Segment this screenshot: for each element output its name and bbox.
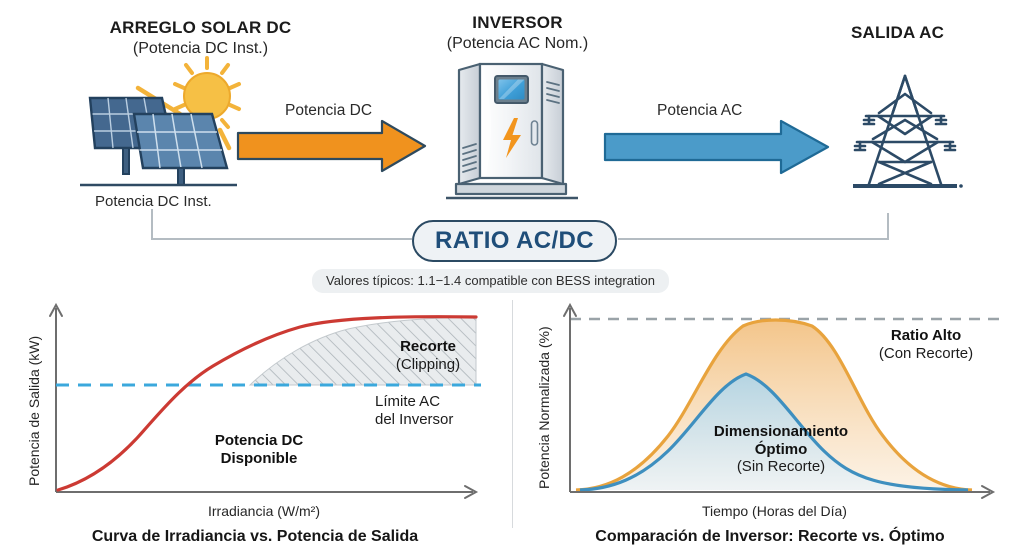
right-chart-ylabel: Potencia Normalizada (%): [536, 326, 552, 489]
inverter-cabinet-icon: [446, 62, 578, 200]
left-chart-xlabel: Irradiancia (W/m²): [208, 503, 321, 519]
transmission-tower-icon: [853, 74, 963, 188]
arrow-label-dc: Potencia DC: [285, 102, 373, 119]
arrow-label-ac: Potencia AC: [657, 102, 743, 119]
ratio-alto-curve: [575, 318, 973, 492]
annotation-ratio-alto-sub: (Con Recorte): [878, 344, 974, 362]
annotation-optimo: Dimensionamiento Óptimo (Sin Recorte): [686, 423, 876, 476]
annotation-dc-available-line2: Disponible: [220, 449, 298, 467]
annotation-ratio-alto: Ratio Alto (Con Recorte): [855, 327, 997, 362]
annotation-optimo-line2: Óptimo: [754, 440, 808, 458]
annotation-ac-limit-line1: Límite AC: [375, 393, 441, 410]
annotation-ac-limit-line2: del Inversor: [375, 410, 454, 428]
right-chart-xlabel: Tiempo (Horas del Día): [702, 503, 847, 519]
ratio-bracket: [151, 209, 889, 240]
annotation-clipping-title: Recorte: [400, 338, 456, 355]
solar-panel-icon: [80, 56, 241, 187]
ratio-ac-dc-badge[interactable]: RATIO AC/DC: [412, 220, 617, 262]
node-title-inverter: INVERSOR: [472, 13, 563, 32]
left-chart-ylabel: Potencia de Salida (kW): [26, 335, 42, 486]
node-subtitle-inverter: (Potencia AC Nom.): [446, 35, 589, 52]
left-chart-caption: Curva de Irradiancia vs. Potencia de Sal…: [91, 528, 419, 545]
optimo-curve: [579, 372, 969, 492]
annotation-clipping-sub: (Clipping): [395, 355, 461, 373]
annotation-dc-available-line1: Potencia DC: [214, 432, 304, 449]
ratio-ac-dc-label: RATIO AC/DC: [434, 227, 595, 254]
under-label-solar: Potencia DC Inst.: [95, 193, 212, 210]
typical-values-caption: Valores típicos: 1.1−1.4 compatible con …: [312, 269, 669, 293]
annotation-ratio-alto-title: Ratio Alto: [890, 327, 962, 344]
node-subtitle-solar: (Potencia DC Inst.): [132, 40, 269, 57]
annotation-optimo-line3: (Sin Recorte): [736, 458, 826, 476]
chart-irradiance-vs-output: [49, 302, 481, 499]
annotation-optimo-line1: Dimensionamiento: [713, 423, 849, 440]
optimo-area: [580, 374, 968, 490]
chart-inverter-comparison: [563, 302, 1006, 499]
node-title-output: SALIDA AC: [850, 23, 945, 42]
annotation-clipping: Recorte (Clipping): [375, 338, 481, 373]
charts-divider: [512, 300, 513, 528]
dc-power-curve: [56, 315, 478, 492]
arrow-dc: [236, 119, 427, 173]
annotation-ac-limit: Límite AC del Inversor: [375, 393, 453, 428]
arrow-ac: [603, 119, 830, 175]
node-title-solar: ARREGLO SOLAR DC: [109, 18, 292, 37]
annotation-dc-available: Potencia DC Disponible: [185, 432, 333, 467]
right-chart-caption: Comparación de Inversor: Recorte vs. Ópt…: [595, 528, 945, 545]
